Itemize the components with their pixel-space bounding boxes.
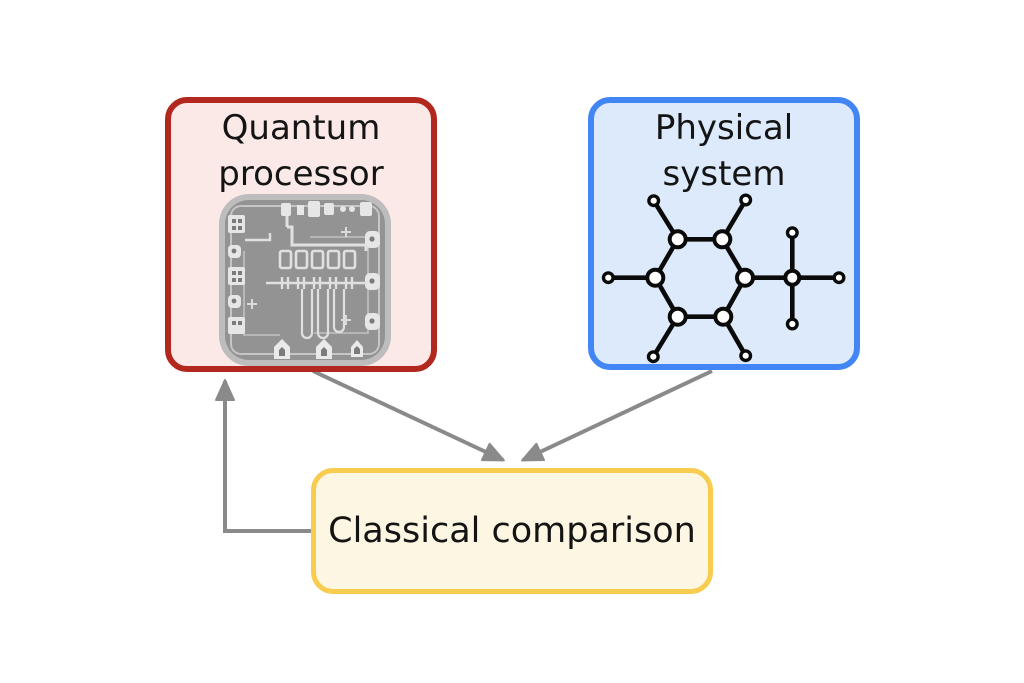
edge-physical-to-classical bbox=[521, 369, 713, 462]
edge-quantum-to-classical bbox=[312, 369, 505, 462]
classical-comparison-label: Classical comparison bbox=[328, 511, 696, 551]
molecule-structure bbox=[594, 103, 854, 364]
physical-system-label-line2: system bbox=[662, 153, 786, 194]
physical-system-label-line1: Physical bbox=[654, 108, 794, 148]
quantum-processor-label-line2: processor bbox=[218, 153, 384, 194]
node-quantum-processor: Quantum processor bbox=[165, 97, 437, 372]
edge-classical-to-quantum bbox=[215, 379, 313, 533]
quantum-processor-label-line1: Quantum bbox=[221, 108, 381, 148]
quantum-chip-icon bbox=[219, 194, 391, 366]
node-physical-system: Physical system bbox=[588, 97, 860, 370]
quantum-chip-photo bbox=[218, 193, 392, 367]
molecule-icon bbox=[601, 193, 846, 364]
node-classical-comparison: Classical comparison bbox=[311, 468, 713, 594]
quantum-processor-label: Quantum processor bbox=[171, 106, 431, 197]
physical-system-label: Physical system bbox=[594, 106, 854, 197]
